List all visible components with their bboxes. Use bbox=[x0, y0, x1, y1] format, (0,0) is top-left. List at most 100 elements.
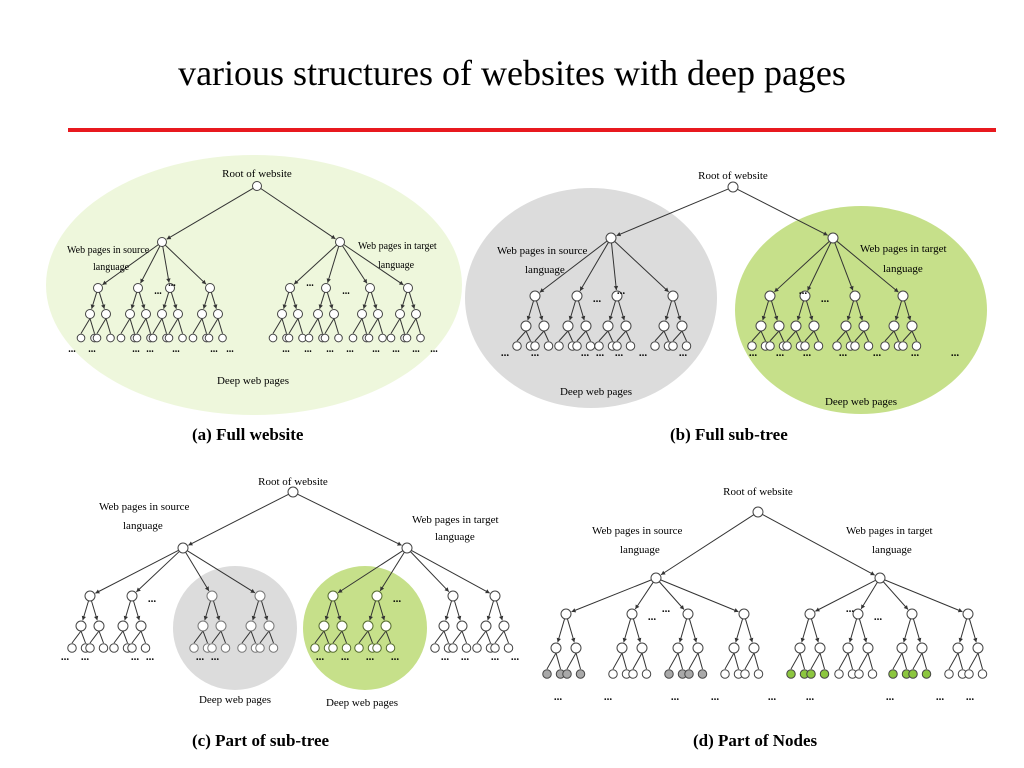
tree-edge bbox=[847, 652, 853, 670]
tree-edge bbox=[333, 318, 339, 334]
tree-node bbox=[215, 620, 227, 632]
tree-node bbox=[616, 642, 628, 654]
tree-edge bbox=[579, 242, 609, 292]
tree-edge bbox=[358, 630, 369, 644]
edge-arrowhead bbox=[622, 637, 627, 643]
source-language-label: Web pages in source bbox=[67, 245, 150, 256]
tree-node bbox=[664, 669, 674, 679]
target-language-label-line2: language bbox=[872, 544, 912, 556]
tree-edge bbox=[632, 652, 643, 670]
edge-arrowhead bbox=[486, 615, 491, 621]
caption-b: (b) Full sub-tree bbox=[670, 425, 788, 444]
edge-arrowhead bbox=[581, 315, 586, 321]
tree-node bbox=[819, 669, 830, 679]
target-language-label: Web pages in target bbox=[846, 525, 933, 537]
tree-node bbox=[650, 572, 662, 584]
caption-c: (c) Part of sub-tree bbox=[192, 731, 330, 750]
deep-web-pages-label: Deep web pages bbox=[825, 396, 897, 408]
ellipsis-marker: ... bbox=[146, 651, 155, 663]
edge-arrowhead bbox=[749, 637, 754, 643]
tree-edge bbox=[272, 318, 283, 334]
root-label: Root of website bbox=[723, 486, 793, 498]
tree-node bbox=[362, 620, 374, 632]
edge-arrowhead bbox=[318, 304, 323, 309]
caption-a: (a) Full website bbox=[192, 425, 304, 444]
tree-edge bbox=[308, 318, 319, 334]
tree-node bbox=[888, 669, 898, 679]
tree-node bbox=[75, 620, 87, 632]
tree-edge bbox=[903, 618, 912, 643]
tree-edge bbox=[177, 318, 183, 334]
edge-arrowhead bbox=[499, 615, 504, 621]
edge-arrowhead bbox=[973, 637, 978, 643]
tree-node bbox=[313, 309, 323, 319]
edge-arrowhead bbox=[398, 280, 404, 285]
tree-edge bbox=[546, 652, 557, 670]
tree-node bbox=[336, 620, 348, 632]
tree-edge bbox=[558, 330, 569, 342]
tree-node bbox=[205, 283, 215, 293]
ellipsis-marker: ... bbox=[711, 691, 720, 703]
ellipsis-marker: ... bbox=[951, 347, 960, 359]
tree-edge bbox=[598, 330, 609, 342]
ellipsis-marker: ... bbox=[531, 347, 540, 359]
edge-arrowhead bbox=[213, 304, 218, 309]
deep-web-pages-label: Deep web pages bbox=[217, 375, 289, 387]
tree-node bbox=[125, 309, 135, 319]
tree-node bbox=[93, 620, 105, 632]
tree-node bbox=[529, 290, 541, 302]
tree-node bbox=[854, 669, 864, 679]
tree-node bbox=[571, 290, 583, 302]
tree-edge bbox=[525, 330, 531, 342]
edge-arrowhead bbox=[815, 607, 820, 612]
tree-node bbox=[580, 320, 592, 332]
tree-edge bbox=[672, 330, 683, 342]
tree-edge bbox=[385, 630, 391, 644]
edge-arrowhead bbox=[373, 304, 378, 309]
tree-edge bbox=[854, 330, 865, 342]
tree-edge bbox=[136, 551, 180, 593]
tree-node bbox=[620, 320, 632, 332]
tree-node bbox=[530, 341, 540, 351]
tree-node bbox=[668, 341, 678, 351]
tree-node bbox=[430, 643, 440, 653]
ellipsis-marker: ... bbox=[441, 651, 450, 663]
tree-edge bbox=[744, 652, 755, 670]
edge-arrowhead bbox=[136, 587, 141, 592]
tree-node bbox=[562, 669, 572, 679]
tree-edge bbox=[188, 493, 289, 546]
tree-edge bbox=[352, 318, 363, 334]
ellipsis-marker: ... bbox=[132, 344, 140, 355]
tree-node bbox=[320, 333, 330, 343]
tree-edge bbox=[555, 652, 561, 670]
edge-arrowhead bbox=[568, 315, 573, 321]
ellipsis-marker: ... bbox=[316, 651, 325, 663]
tree-node bbox=[765, 341, 775, 351]
tree-node bbox=[720, 669, 730, 679]
ellipsis-marker: ... bbox=[776, 347, 785, 359]
tree-node bbox=[782, 341, 792, 351]
tree-edge bbox=[164, 244, 207, 285]
edge-arrowhead bbox=[859, 315, 864, 321]
edge-arrowhead bbox=[173, 304, 178, 309]
tree-node bbox=[740, 669, 750, 679]
tree-edge bbox=[136, 318, 147, 334]
ellipsis-marker: ... bbox=[81, 651, 90, 663]
edge-arrowhead bbox=[893, 287, 899, 293]
edge-arrowhead bbox=[861, 604, 866, 609]
edge-arrowhead bbox=[616, 232, 622, 237]
edge-arrowhead bbox=[141, 304, 146, 309]
tree-edge bbox=[836, 330, 847, 342]
tree-edge bbox=[452, 630, 463, 644]
tree-node bbox=[385, 643, 396, 653]
ellipsis-marker: ... bbox=[593, 293, 602, 305]
tree-edge bbox=[616, 188, 729, 237]
edge-arrowhead bbox=[400, 304, 405, 309]
tree-node bbox=[658, 320, 670, 332]
edge-arrowhead bbox=[903, 605, 909, 610]
tree-node bbox=[849, 290, 861, 302]
ellipsis-marker: ... bbox=[749, 347, 758, 359]
ellipsis-marker: ... bbox=[671, 691, 680, 703]
tree-edge bbox=[297, 318, 303, 334]
ellipsis-marker: ... bbox=[873, 347, 882, 359]
